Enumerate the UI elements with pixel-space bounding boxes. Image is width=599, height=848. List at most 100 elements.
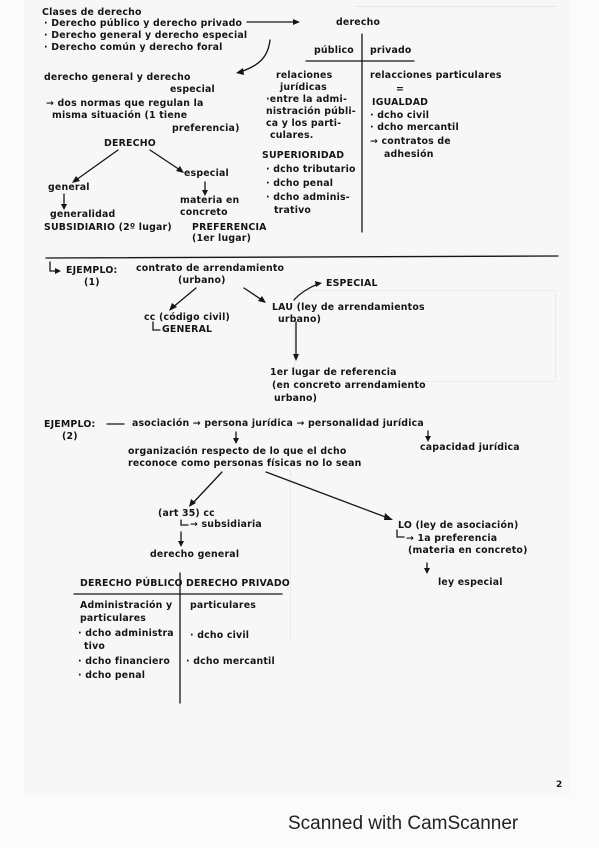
ge-text: especial: [170, 84, 215, 95]
publico-item: · dcho adminis-: [266, 192, 350, 203]
ejemplo1-primer: (en concreto arrendamiento: [272, 380, 426, 391]
ejemplo2-art: → subsidiaria: [190, 519, 262, 530]
table-left-header: DERECHO PÚBLICO: [80, 578, 183, 589]
arrow-head: [72, 176, 80, 183]
arrow-head: [293, 354, 299, 361]
ejemplo1-lau: LAU (ley de arrendamientos: [272, 302, 425, 313]
publico-item: ca y los parti-: [266, 118, 342, 129]
ejemplo1-label: EJEMPLO:: [66, 265, 118, 276]
arrow-head: [61, 204, 67, 210]
show-through-block: [294, 290, 556, 382]
ejemplo1-general: GENERAL: [162, 324, 213, 335]
show-through-block: [356, 6, 556, 47]
ejemplo2-art: (art 35) cc: [158, 508, 215, 519]
intro-item: · Derecho público y derecho privado: [44, 18, 243, 29]
table-right-item: particulares: [190, 600, 257, 611]
tree-branch-right: [149, 149, 181, 171]
table-left-item: tivo: [84, 641, 106, 652]
publico-item: nistración públi-: [266, 106, 356, 117]
arrow-head: [425, 436, 431, 442]
ejemplo2-ley-especial: ley especial: [438, 577, 503, 588]
arrow-head: [202, 190, 208, 196]
tree-subsidiario: SUBSIDIARIO (2º lugar): [44, 222, 172, 233]
ejemplo1-num: (1): [84, 277, 100, 288]
arrow-head: [315, 281, 322, 287]
ejemplo1-contrato: contrato de arrendamiento: [136, 263, 285, 274]
show-through-block: [290, 470, 541, 640]
ejemplo2-lo: → 1a preferencia: [406, 533, 498, 544]
tree-node-materia: concreto: [180, 207, 228, 218]
privado-item: =: [396, 84, 405, 95]
publico-item: culares.: [270, 130, 314, 141]
arrow-stroke: [191, 471, 223, 505]
privado-item: · dcho mercantil: [370, 122, 459, 133]
arrow-head: [236, 68, 244, 75]
ejemplo2-lo: (materia en concreto): [408, 545, 528, 556]
publico-item: trativo: [274, 205, 312, 216]
ejemplo2-general: derecho general: [150, 549, 240, 560]
curved-arrow-stroke: [239, 39, 271, 73]
ejemplo1-primer: urbano): [274, 393, 318, 404]
arrow-head: [176, 166, 184, 173]
ejemplo1-especial: ESPECIAL: [326, 278, 378, 289]
ejemplo2-org: reconoce como personas físicas no lo sea…: [128, 458, 362, 469]
tchart-heading: derecho: [336, 17, 381, 28]
tchart-left-header: público: [314, 45, 354, 56]
ejemplo2-lo: LO (ley de asociación): [398, 520, 519, 531]
arrow-stroke: [293, 283, 319, 301]
tree-branch-left: [75, 149, 119, 181]
privado-item: relacciones particulares: [370, 70, 502, 81]
table-right-header: DERECHO PRIVADO: [186, 578, 290, 589]
tree-preferencia: (1er lugar): [192, 233, 252, 244]
ge-text: derecho general y derecho: [44, 72, 191, 83]
bracket-stroke: [152, 321, 161, 331]
page-number: 2: [556, 780, 563, 790]
publico-item: relaciones: [276, 70, 333, 81]
tree-node-generalidad: generalidad: [50, 209, 116, 220]
ejemplo1-primer: 1er lugar de referencia: [270, 367, 397, 378]
camscanner-watermark: Scanned with CamScanner: [288, 813, 519, 834]
intro-item: · Derecho general y derecho especial: [44, 30, 248, 41]
privado-item: · dcho civil: [370, 110, 430, 121]
arrow-head: [178, 541, 184, 547]
arrow-head: [55, 268, 61, 274]
section-divider: [45, 255, 559, 259]
ge-text: misma situación (1 tiene: [52, 110, 188, 121]
tree-preferencia: PREFERENCIA: [192, 222, 267, 233]
arrow-head: [258, 296, 266, 303]
arrow-stroke: [171, 287, 197, 309]
table-left-item: · dcho financiero: [78, 656, 171, 667]
arrow-head: [169, 303, 177, 311]
table-right-item: · dcho civil: [190, 630, 250, 641]
tree-node-general: general: [48, 182, 90, 193]
ejemplo1-contrato: (urbano): [178, 275, 226, 286]
ejemplo1-cc: cc (código civil): [144, 312, 230, 323]
arrow-head: [233, 438, 239, 444]
arrow-stroke: [265, 471, 389, 519]
bracket-stroke: [396, 529, 405, 538]
arrow-head: [424, 568, 430, 574]
ejemplo2-capacidad: capacidad jurídica: [420, 442, 520, 453]
privado-item: IGUALDAD: [372, 97, 429, 108]
ejemplo2-label: EJEMPLO:: [44, 419, 96, 430]
ge-text: → dos normas que regulan la: [46, 98, 204, 109]
table-left-item: particulares: [80, 613, 147, 624]
intro-item: · Derecho común y derecho foral: [44, 42, 223, 53]
ejemplo2-num: (2): [62, 431, 78, 442]
privado-item: adhesión: [384, 149, 434, 160]
bracket-stroke: [180, 519, 189, 526]
publico-item: · dcho tributario: [266, 164, 356, 175]
ejemplo1-lau: urbano): [278, 314, 322, 325]
publico-item: jurídicas: [280, 82, 327, 93]
arrow-head: [293, 19, 300, 25]
paper-sheet: [24, 0, 569, 795]
arrow-stroke: [243, 287, 263, 301]
ge-text: preferencia): [172, 123, 240, 134]
tchart-right-header: privado: [370, 45, 412, 56]
tree-root: DERECHO: [104, 138, 156, 149]
privado-item: → contratos de: [370, 136, 451, 147]
page-title: Clases de derecho: [42, 7, 142, 18]
publico-item: ·entre la admi-: [266, 94, 348, 105]
